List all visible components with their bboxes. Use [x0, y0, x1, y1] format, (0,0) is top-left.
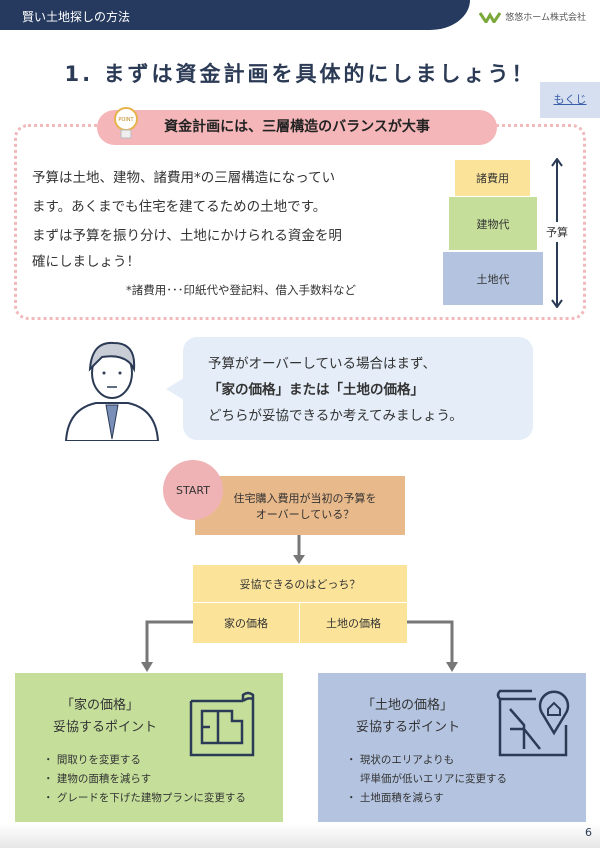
company-logo: 悠悠ホーム株式会社	[479, 10, 586, 23]
stack-building: 建物代	[449, 197, 537, 250]
stack-land: 土地代	[443, 252, 543, 305]
speech-bubble: 予算がオーバーしている場合はまず、 「家の価格」または「土地の価格」 どちらが妥…	[183, 337, 533, 440]
point-badge: POINT	[118, 117, 134, 123]
section-title: 賢い土地探しの方法	[22, 10, 131, 24]
arrow-down-icon	[293, 535, 305, 564]
list-item: ・ 現状のエリアよりも	[346, 754, 455, 766]
start-badge: START	[163, 460, 223, 520]
choice-question: 妥協できるのはどっち？	[193, 565, 407, 603]
company-name: 悠悠ホーム株式会社	[505, 13, 586, 23]
footnote: *諸費用･･･印紙代や登記料、借入手数料など	[126, 283, 356, 297]
budget-label: 予算	[546, 222, 568, 242]
point-text-line: まずは予算を振り分け、土地にかけられる資金を明	[32, 228, 342, 244]
speech-line: 予算がオーバーしている場合はまず、	[208, 356, 437, 372]
map-location-icon	[496, 689, 570, 757]
page-number: 6	[585, 826, 592, 839]
card-subtitle: 妥協するポイント	[53, 720, 158, 735]
branch-arrows	[141, 620, 458, 672]
question-box: 住宅購入費用が当初の予算をオーバーしている？	[195, 476, 405, 535]
land-price-card: 「土地の価格」 妥協するポイント ・ 現状のエリアよりも坪単価が低いエリアに変更…	[318, 673, 586, 822]
logo-icon	[479, 11, 502, 23]
floor-plan-icon	[189, 691, 255, 757]
list-item: ・ 土地面積を減らす	[346, 792, 444, 804]
page-footer	[0, 824, 600, 848]
card-subtitle: 妥協するポイント	[356, 720, 461, 735]
point-text-line: 確にしましょう！	[32, 254, 140, 270]
header-bar: 賢い土地探しの方法	[0, 0, 470, 30]
question-line: オーバーしている？	[255, 507, 355, 521]
point-heading: 資金計画には、三層構造のバランスが大事	[97, 110, 497, 145]
toc-link[interactable]: もくじ	[540, 82, 600, 118]
list-item: ・ グレードを下げた建物プランに変更する	[43, 792, 246, 804]
list-item: 坪単価が低いエリアに変更する	[360, 773, 507, 785]
list-item: ・ 建物の面積を減らす	[43, 773, 152, 785]
speech-line: どちらが妥協できるか考えてみましょう。	[208, 408, 463, 424]
businessman-illustration	[64, 341, 160, 441]
point-text-line: 予算は土地、建物、諸費用*の三層構造になってい	[32, 170, 336, 186]
stack-fees: 諸費用	[455, 160, 530, 196]
bubble-tail	[166, 378, 184, 400]
card-title: 「家の価格」	[61, 698, 140, 713]
card-title: 「土地の価格」	[362, 698, 454, 713]
lightbulb-icon: POINT	[114, 107, 138, 139]
speech-line: 「家の価格」または「土地の価格」	[208, 382, 424, 398]
page-title: 1. まずは資金計画を具体的にしましょう！	[64, 62, 536, 86]
option-land-price: 土地の価格	[326, 617, 381, 630]
choice-box: 妥協できるのはどっち？ 家の価格 土地の価格	[193, 565, 407, 643]
option-house-price: 家の価格	[193, 603, 300, 643]
house-price-card: 「家の価格」 妥協するポイント ・ 間取りを変更する・ 建物の面積を減らす・ グ…	[15, 673, 283, 822]
point-text-line: ます。あくまでも住宅を建てるための土地です。	[32, 199, 327, 215]
list-item: ・ 間取りを変更する	[43, 754, 141, 766]
question-line: 住宅購入費用が当初の予算を	[233, 491, 377, 505]
